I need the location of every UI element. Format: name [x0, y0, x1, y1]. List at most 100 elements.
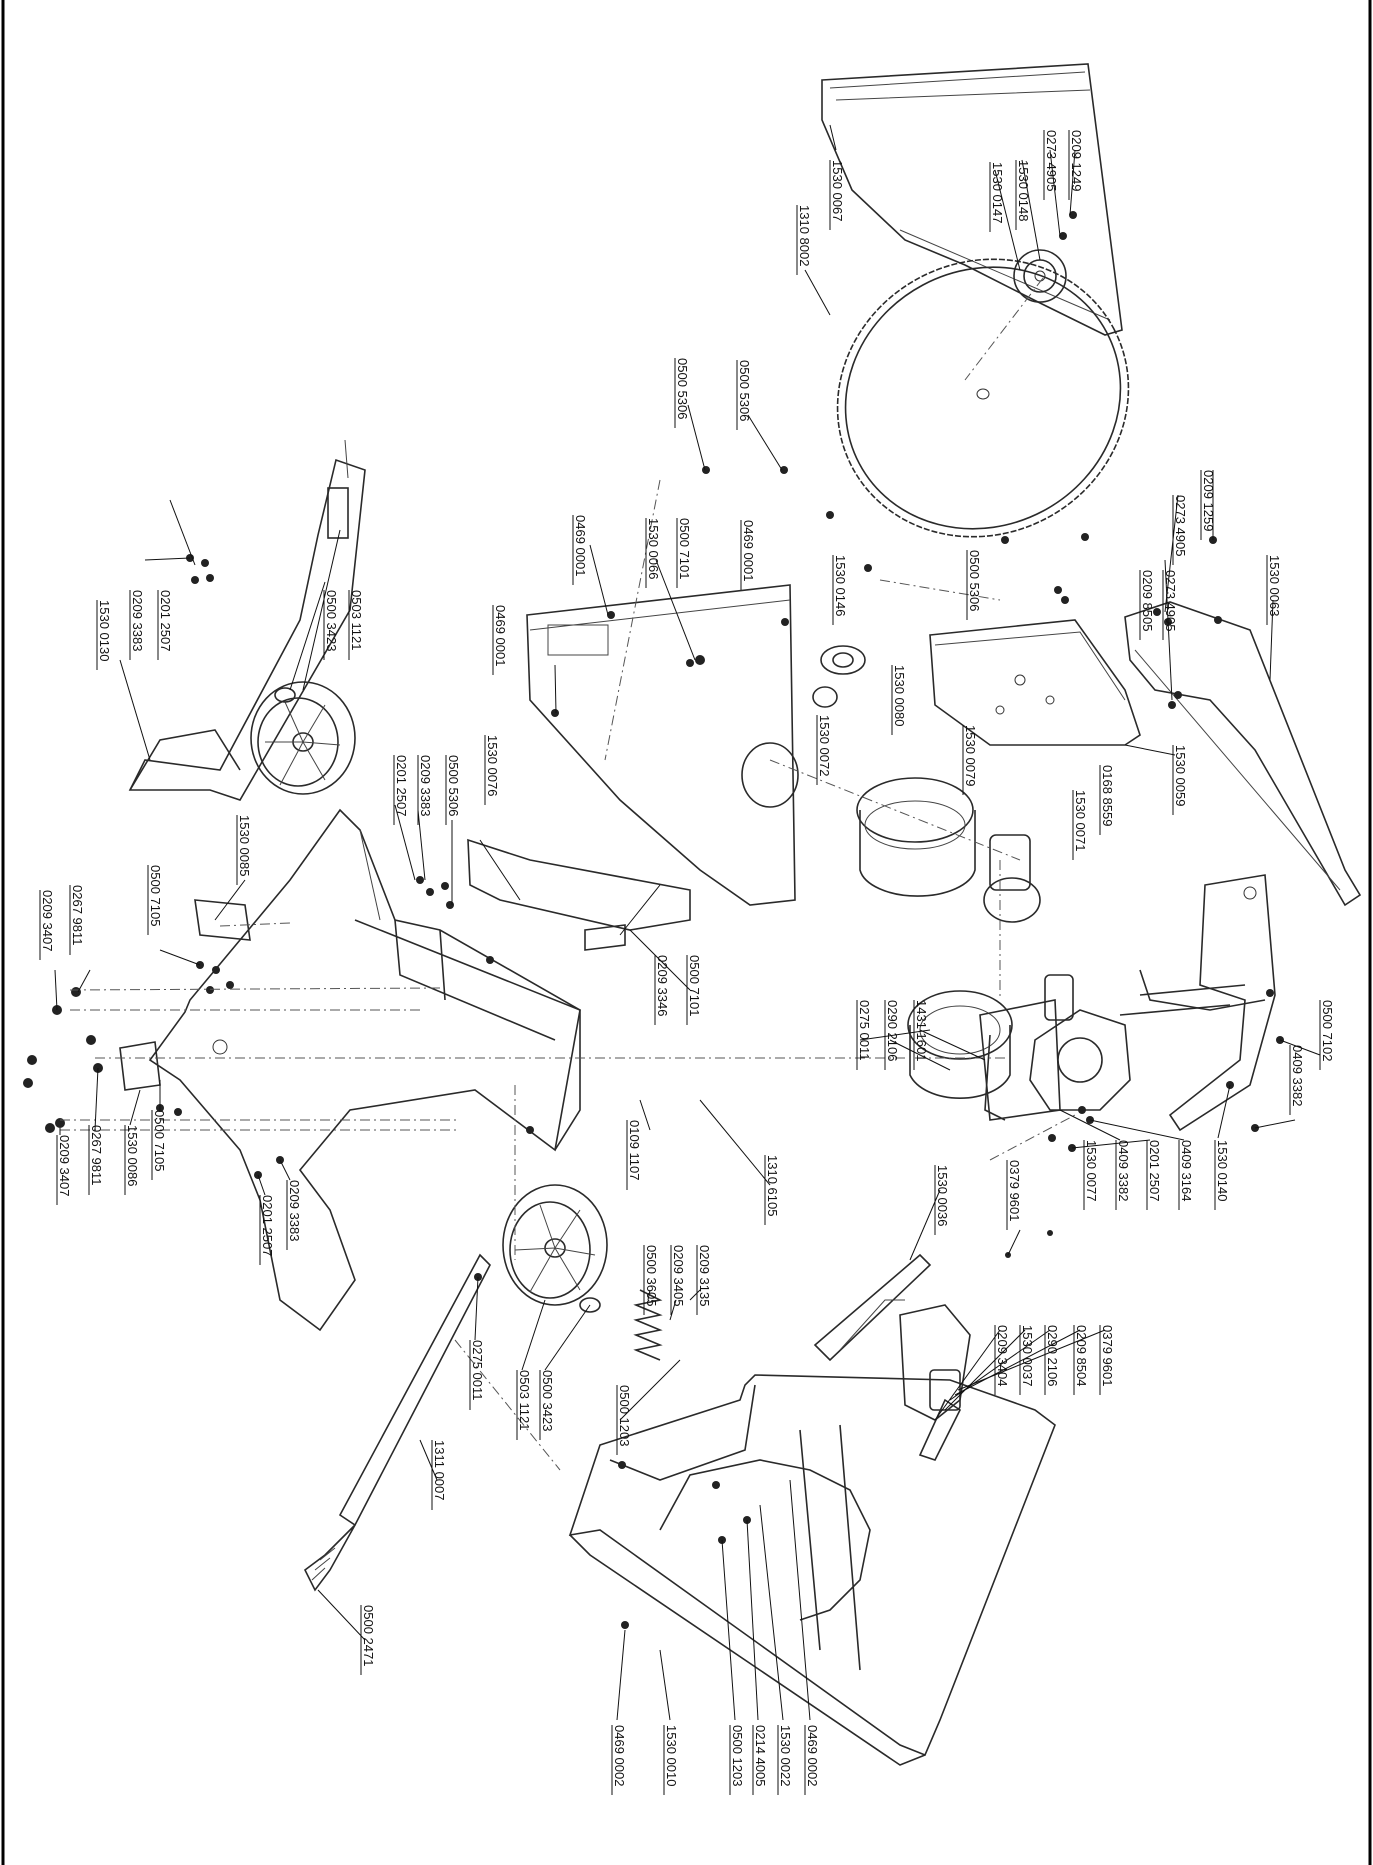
part-label: 1530 0080	[891, 665, 907, 735]
part-number-text: 1530 0077	[1084, 1140, 1099, 1201]
part-label: 0201 2507	[157, 590, 173, 660]
part-label: 0503 1121	[348, 590, 364, 660]
part-number-text: 0500 3423	[540, 1370, 555, 1431]
part-number-text: 0500 7105	[148, 865, 163, 926]
hardware	[23, 211, 1284, 1629]
part-label: 0500 3605	[643, 1245, 659, 1315]
part-number-text: 0168 8559	[1100, 765, 1115, 826]
mount-bracket	[979, 999, 1061, 1121]
part-label: 0275 0011	[856, 1000, 872, 1070]
part-number-text: 0409 3164	[1179, 1140, 1194, 1201]
part-label: 0500 1203	[729, 1725, 745, 1795]
part-label: 1530 0146	[832, 555, 848, 625]
part-number-text: 0275 0011	[470, 1340, 485, 1401]
part-number-text: 0209 8505	[1140, 570, 1155, 631]
part-number-text: 1530 0147	[990, 162, 1005, 223]
part-number-text: 1530 0036	[935, 1165, 950, 1226]
part-label: 0201 2507	[393, 755, 409, 825]
part-label: 0500 7101	[686, 955, 702, 1025]
part-number-text: 1530 0059	[1173, 745, 1188, 806]
part-label: 0469 0002	[804, 1725, 820, 1795]
part-number-text: 1530 0076	[485, 735, 500, 796]
part-label: 0209 3383	[417, 755, 433, 825]
part-label: 0500 3423	[539, 1370, 555, 1440]
part-number-text: 0500 5306	[737, 360, 752, 421]
part-label: 0290 2106	[1044, 1325, 1060, 1395]
part-number-text: 0209 3404	[995, 1325, 1010, 1386]
part-label: 1530 0066	[645, 518, 661, 588]
part-label: 0500 7105	[147, 865, 163, 935]
clutch-drum	[907, 990, 1013, 1099]
part-number-text: 1530 0072	[817, 715, 832, 776]
part-number-text: 1311 0007	[432, 1440, 447, 1501]
part-label: 0409 3382	[1289, 1045, 1305, 1115]
part-label: 0201 2507	[259, 1195, 275, 1265]
part-label: 0379 9601	[1099, 1325, 1115, 1395]
part-label: 1530 0022	[777, 1725, 793, 1795]
leader-lines	[54, 124, 1321, 1721]
part-label: 0267 9811	[69, 885, 85, 955]
part-label: 1530 0072	[816, 715, 832, 785]
part-number-text: 0469 0002	[805, 1725, 820, 1786]
part-number-text: 0469 0001	[493, 605, 508, 666]
part-number-text: 0273 4905	[1044, 130, 1059, 191]
part-number-text: 1530 0067	[830, 160, 845, 221]
part-label: 1530 0077	[1083, 1140, 1099, 1210]
part-number-text: 0409 3382	[1116, 1140, 1131, 1201]
part-number-text: 1530 0086	[125, 1125, 140, 1186]
part-number-text: 0500 5306	[967, 550, 982, 611]
part-number-text: 0469 0002	[612, 1725, 627, 1786]
part-number-text: 1310 8002	[797, 205, 812, 266]
part-label: 0214 4005	[752, 1725, 768, 1795]
part-number-text: 0500 7101	[677, 518, 692, 579]
part-number-text: 0500 7101	[687, 955, 702, 1016]
part-number-text: 0409 3382	[1290, 1045, 1305, 1106]
part-label: 1311 0007	[431, 1440, 447, 1510]
part-number-text: 0209 3405	[671, 1245, 686, 1306]
part-number-text: 0209 3383	[418, 755, 433, 816]
part-number-text: 0290 2106	[885, 1000, 900, 1061]
engine-frame	[1119, 874, 1276, 1132]
part-number-text: 0209 3383	[130, 590, 145, 651]
handle-arm	[128, 439, 366, 801]
part-label: 0168 8559	[1099, 765, 1115, 835]
part-number-text: 0267 9811	[89, 1125, 104, 1186]
part-number-text: 0209 3407	[40, 890, 55, 951]
part-number-text: 0273 4905	[1173, 495, 1188, 556]
part-label: 0209 3405	[670, 1245, 686, 1315]
part-number-text: 1530 0037	[1020, 1325, 1035, 1386]
part-number-text: 0209 1249	[1069, 130, 1084, 191]
part-number-text: 1530 0148	[1016, 160, 1031, 221]
part-number-text: 0267 9811	[70, 885, 85, 946]
part-number-text: 0500 1203	[730, 1725, 745, 1786]
part-number-text: 1530 0022	[778, 1725, 793, 1786]
side-brackets	[119, 899, 251, 1091]
part-label: 0500 3423	[323, 590, 339, 660]
wheel-upper	[250, 681, 356, 795]
part-number-text: 0275 0011	[857, 1000, 872, 1061]
part-number-text: 0201 2507	[1147, 1140, 1162, 1201]
wheel-lower	[502, 1184, 608, 1313]
main-chassis	[148, 808, 581, 1332]
part-label: 0273 4905	[1162, 570, 1178, 640]
gearbox	[1029, 974, 1131, 1111]
shaft-adapter	[983, 834, 1041, 923]
part-number-text: 0209 8504	[1074, 1325, 1089, 1386]
part-number-text: 1530 0146	[833, 555, 848, 616]
part-label: 0267 9811	[88, 1125, 104, 1195]
part-number-text: 0201 2507	[260, 1195, 275, 1256]
part-number-text: 1530 0080	[892, 665, 907, 726]
part-number-text: 0379 9601	[1007, 1160, 1022, 1221]
part-number-text: 0503 1121	[349, 590, 364, 651]
part-label: 0273 4905	[1043, 130, 1059, 200]
part-number-text: 0500 3423	[324, 590, 339, 651]
part-label: 0209 3135	[696, 1245, 712, 1315]
part-label: 0500 7105	[151, 1110, 167, 1180]
part-label: 0209 3346	[654, 955, 670, 1025]
part-number-text: 0469 0001	[741, 520, 756, 581]
assembly-lines	[60, 277, 1076, 1471]
part-label: 0109 1107	[626, 1120, 642, 1190]
part-label: 0500 7102	[1319, 1000, 1335, 1070]
part-label: 0469 0001	[492, 605, 508, 675]
